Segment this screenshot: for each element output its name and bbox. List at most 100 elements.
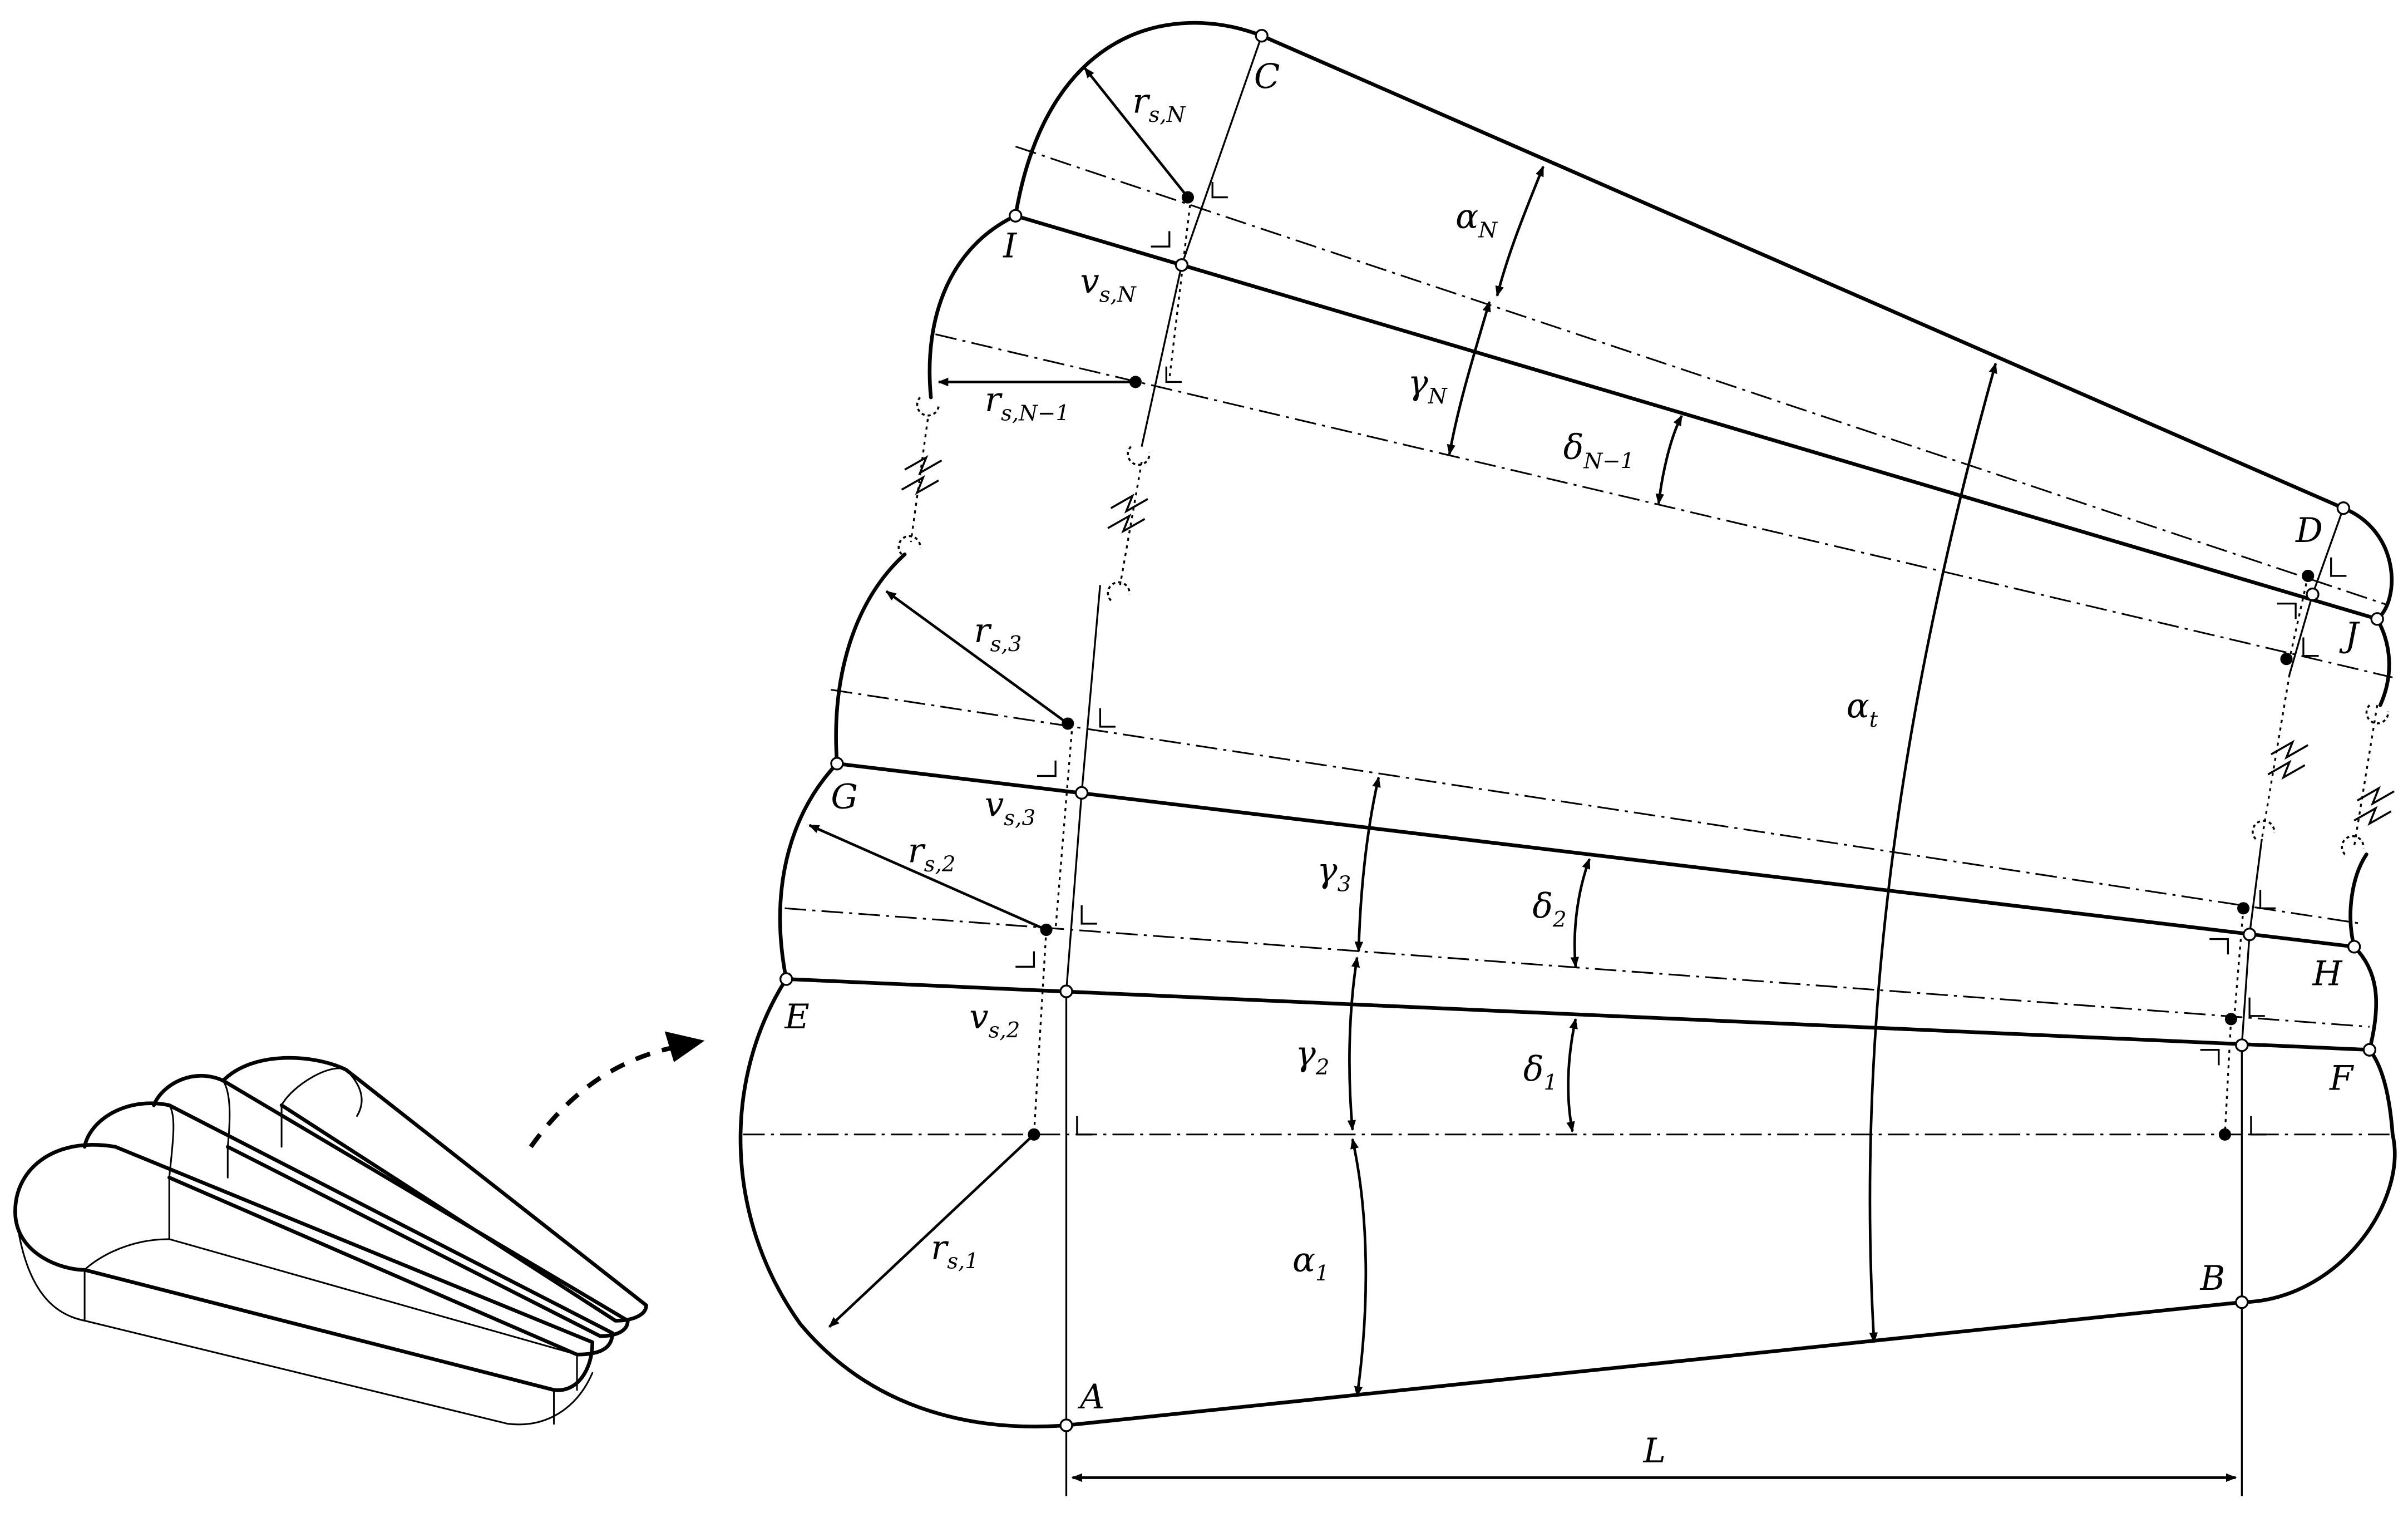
arc-seg3-right [2348,852,2368,949]
ra-10 [2248,997,2265,1017]
centerline-3 [831,689,2362,925]
label-H: H [2312,955,2343,994]
sketch-segment-1-root-arc [83,1238,170,1271]
ra-2 [1080,905,1097,925]
label-alpha1: α1 [1292,1241,1329,1287]
center-dot [2280,653,2293,666]
spar-3 [1080,585,1101,793]
transition-arrow-head [664,1031,705,1062]
ra-16 [2277,603,2297,619]
ra-7 [1037,760,1057,777]
label-v_s2: vs,2 [969,998,1020,1043]
edge-A-B [1064,1300,2244,1427]
delta2-arrow [1570,857,1591,968]
point-marker [1255,29,1269,43]
break-arc-1 [916,396,940,417]
break-arc-7 [2252,820,2276,840]
point-marker [1059,1418,1073,1432]
point-marker [1074,786,1089,800]
label-I: I [1003,226,1018,265]
sketch-segment-3 [152,1074,630,1338]
center-dot [1181,191,1195,204]
dimension-arrows [808,67,2237,1482]
alpha1-arrow [1350,1138,1368,1397]
r_sN-arrow [1083,67,1189,199]
label-L: L [1643,1432,1666,1471]
label-gamma3: γ3 [1317,851,1351,897]
point-marker [2336,501,2351,515]
sketch-segment-4-right-edge [345,1069,363,1117]
label-G: G [831,777,858,816]
edge-I-J [1013,214,2380,621]
sketch-segment-1-seam [168,1238,578,1356]
label-alphat: αt [1847,687,1878,732]
label-r_sN: rs,N [1132,82,1186,127]
sketch-segment-3-root-arc [222,1080,231,1148]
center-dot [1129,376,1142,388]
label-delta1: δ1 [1523,1050,1557,1096]
break-arc-3 [1127,446,1151,466]
point-marker [1009,209,1023,223]
spar-N [1181,35,1263,265]
spar-2 [1065,792,1083,992]
spar-N-low [1141,264,1183,447]
arc-B-F [2240,1048,2397,1304]
dotted-vr-2 [2233,908,2244,1019]
label-r_s1: rs,1 [931,1229,979,1274]
ra-8 [1151,231,1171,248]
arc-E-A [738,977,1068,1428]
ra-3 [1099,708,1116,728]
arc-seg3 [834,552,907,766]
ra-5 [1211,181,1228,199]
spar-J [2288,594,2314,675]
point-marker [1175,258,1189,272]
label-J: J [2339,616,2361,655]
center-dot [1062,717,1074,730]
spar-H [2248,839,2263,935]
point-marker [830,757,844,771]
point-labels: A B C D E F G H I J L [784,57,2360,1471]
delta1-arrow [1566,1018,1578,1133]
point-marker [2235,1295,2249,1309]
edge-C-D [1260,33,2346,510]
point-marker [2306,587,2320,602]
gamma3-arrow [1354,776,1381,953]
centerline-Nm1 [935,333,2393,678]
point-marker [2242,928,2257,942]
center-dots [1028,191,2315,1141]
label-v_sN: vs,N [1080,262,1137,308]
arc-C-I [1013,21,1264,218]
label-D: D [2295,511,2323,550]
break-arc-5 [2365,704,2389,724]
sketch-segment-2 [82,1101,614,1357]
point-marker [2370,612,2384,626]
center-dot [1040,923,1053,937]
ra-9 [2250,1116,2267,1136]
alphaN-arrow [1495,165,1545,297]
arc-H-F [2352,945,2379,1052]
center-dot [1028,1128,1040,1141]
point-marker [2347,940,2361,954]
ra-11 [2259,890,2276,909]
centerline-N [1015,145,2389,606]
center-dot [2302,569,2315,582]
point-marker [1059,984,1073,998]
gammaN-arrow [1447,300,1491,456]
isometric-sketch [13,1056,648,1426]
break-arc-6 [2341,835,2365,855]
arc-G-E [778,761,839,981]
break-arc-4 [1107,581,1131,602]
label-gamma2: γ2 [1296,1034,1330,1080]
edge-G-H [835,761,2356,949]
label-deltaNm1: δN−1 [1563,428,1635,474]
dotted-vr-N [2288,575,2309,659]
gamma2-arrow [1347,956,1360,1131]
dotted-right-1 [2261,674,2291,840]
right-angle-marks [1015,181,2347,1136]
label-delta2: δ2 [1532,887,1566,933]
symbol-labels: α1 γ2 γ3 δ1 δ2 γN δN−1 αN αt rs,1 rs,2 r… [908,82,1878,1286]
sketch-segment-4 [221,1056,648,1323]
break-symbol-left [901,455,943,495]
r_s2-arrow [808,824,1047,931]
